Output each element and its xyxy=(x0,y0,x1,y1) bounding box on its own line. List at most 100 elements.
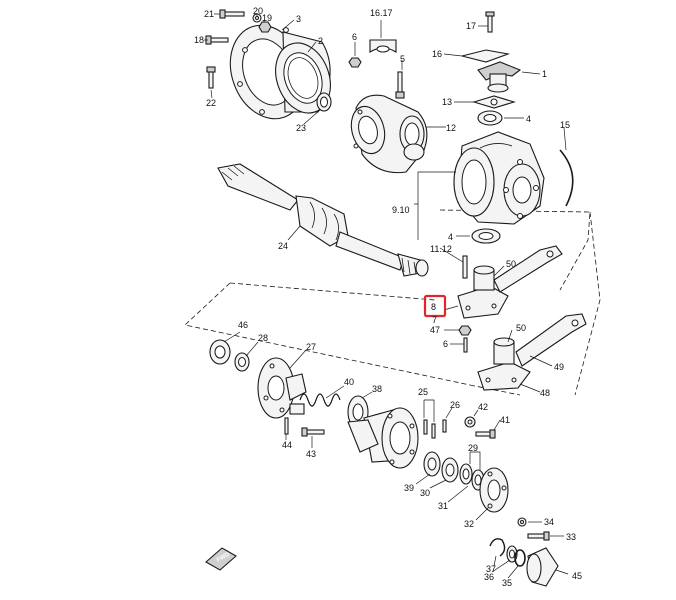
callout-50-lower[interactable]: 50 xyxy=(516,323,526,333)
forward-direction-icon: FWD xyxy=(205,547,237,571)
callout-23[interactable]: 23 xyxy=(296,123,306,133)
callout-19[interactable]: 19 xyxy=(262,13,272,23)
callout-3[interactable]: 3 xyxy=(296,14,301,24)
bearing-cap-16-17[interactable] xyxy=(369,39,397,53)
bolt-17[interactable] xyxy=(485,11,495,33)
callout-17[interactable]: 17 xyxy=(466,21,476,31)
callout-35[interactable]: 35 xyxy=(502,578,512,588)
circlip-37[interactable] xyxy=(489,538,506,557)
oil-seal-23[interactable] xyxy=(316,92,332,112)
callout-32[interactable]: 32 xyxy=(464,519,474,529)
nut-6-top[interactable] xyxy=(348,57,362,68)
callout-39[interactable]: 39 xyxy=(404,483,414,493)
bearing-28[interactable] xyxy=(234,352,250,372)
callout-38[interactable]: 38 xyxy=(372,384,382,394)
callout-15[interactable]: 15 xyxy=(560,120,570,130)
callout-12[interactable]: 12 xyxy=(446,123,456,133)
callout-48[interactable]: 48 xyxy=(540,388,550,398)
callout-30[interactable]: 30 xyxy=(420,488,430,498)
callout-11-12[interactable]: 11.12 xyxy=(430,244,452,254)
steering-knuckle-housing-12[interactable] xyxy=(346,94,428,174)
callout-21[interactable]: 21 xyxy=(204,9,214,19)
callout-13[interactable]: 13 xyxy=(442,97,452,107)
oil-seal-46[interactable] xyxy=(209,339,231,365)
backing-plate-assembly[interactable] xyxy=(218,15,340,130)
nut-47[interactable] xyxy=(458,325,472,336)
hub-cap-45[interactable] xyxy=(526,547,559,587)
callout-6-top[interactable]: 6 xyxy=(352,32,357,42)
snap-ring-15[interactable] xyxy=(559,149,574,207)
callout-44[interactable]: 44 xyxy=(282,440,292,450)
plate-16[interactable] xyxy=(461,49,511,63)
callout-24[interactable]: 24 xyxy=(278,241,288,251)
callout-1[interactable]: 1 xyxy=(542,69,547,79)
nut-19[interactable] xyxy=(258,21,272,33)
callout-25[interactable]: 25 xyxy=(418,387,428,397)
kingpin-cap-1[interactable] xyxy=(477,61,522,93)
callout-46[interactable]: 46 xyxy=(238,320,248,330)
callout-49[interactable]: 49 xyxy=(554,362,564,372)
spring-40[interactable] xyxy=(289,393,341,415)
bearing-4-upper[interactable] xyxy=(477,110,503,126)
washer-42[interactable] xyxy=(464,416,476,428)
bolt-44[interactable] xyxy=(284,417,289,435)
callout-41[interactable]: 41 xyxy=(500,415,510,425)
studs-25[interactable] xyxy=(423,419,436,439)
callout-18[interactable]: 18 xyxy=(194,35,204,45)
callout-4-upper[interactable]: 4 xyxy=(526,114,531,124)
stud-11-12[interactable] xyxy=(462,255,468,279)
callout-43[interactable]: 43 xyxy=(306,449,316,459)
bolt-41[interactable] xyxy=(475,429,496,439)
callout-16[interactable]: 16 xyxy=(432,49,442,59)
callout-37[interactable]: 37 xyxy=(486,564,496,574)
brake-drum-hub[interactable] xyxy=(347,407,419,469)
callout-7[interactable]: 7 xyxy=(432,315,437,325)
hub-flange-32[interactable] xyxy=(479,467,509,513)
bolt-21[interactable] xyxy=(219,9,245,19)
callout-45[interactable]: 45 xyxy=(572,571,582,581)
callout-8[interactable]: 8 xyxy=(431,302,436,312)
callout-34[interactable]: 34 xyxy=(544,517,554,527)
callout-40[interactable]: 40 xyxy=(344,377,354,387)
callout-4-lower[interactable]: 4 xyxy=(448,232,453,242)
callout-28[interactable]: 28 xyxy=(258,333,268,343)
knuckle-arm-8[interactable] xyxy=(457,245,563,319)
bolt-33[interactable] xyxy=(527,531,550,541)
callout-2[interactable]: 2 xyxy=(318,36,323,46)
callout-labels: 21 20 19 3 18 2 22 23 16.17 6 5 17 16 1 … xyxy=(194,6,582,588)
callout-27[interactable]: 27 xyxy=(306,342,316,352)
callout-22[interactable]: 22 xyxy=(206,98,216,108)
bolt-6-lower[interactable] xyxy=(463,337,468,353)
steering-knuckle-9-10[interactable] xyxy=(453,131,545,225)
callout-33[interactable]: 33 xyxy=(566,532,576,542)
callout-20[interactable]: 20 xyxy=(253,6,263,16)
knuckle-arm-49[interactable] xyxy=(477,313,587,391)
bolt-22[interactable] xyxy=(206,66,216,89)
callout-47[interactable]: 47 xyxy=(430,325,440,335)
bearing-39-30[interactable] xyxy=(423,451,459,483)
spacer-29[interactable] xyxy=(459,463,473,485)
axle-shaft-24[interactable] xyxy=(217,163,429,277)
callout-42[interactable]: 42 xyxy=(478,402,488,412)
washer-34[interactable] xyxy=(517,517,527,527)
bolt-43[interactable] xyxy=(301,427,325,437)
callout-9-10[interactable]: 9.10 xyxy=(392,205,410,215)
callout-6-lower[interactable]: 6 xyxy=(443,339,448,349)
callout-16-17[interactable]: 16.17 xyxy=(370,8,393,18)
o-ring-35[interactable] xyxy=(514,549,526,567)
callout-5[interactable]: 5 xyxy=(400,54,405,64)
highlight-box xyxy=(423,294,447,318)
callout-29[interactable]: 29 xyxy=(468,443,478,453)
bearing-4-lower[interactable] xyxy=(471,228,501,244)
callout-31[interactable]: 31 xyxy=(438,501,448,511)
leader-lines xyxy=(204,13,569,579)
callout-50-upper[interactable]: 50 xyxy=(506,259,516,269)
wheel-spindle-27[interactable] xyxy=(257,357,307,419)
bolt-5[interactable] xyxy=(395,71,405,99)
bolt-26[interactable] xyxy=(442,419,447,433)
callout-26[interactable]: 26 xyxy=(450,400,460,410)
bolt-18[interactable] xyxy=(205,35,229,45)
callout-36[interactable]: 36 xyxy=(484,572,494,582)
shim-13[interactable] xyxy=(472,95,516,109)
